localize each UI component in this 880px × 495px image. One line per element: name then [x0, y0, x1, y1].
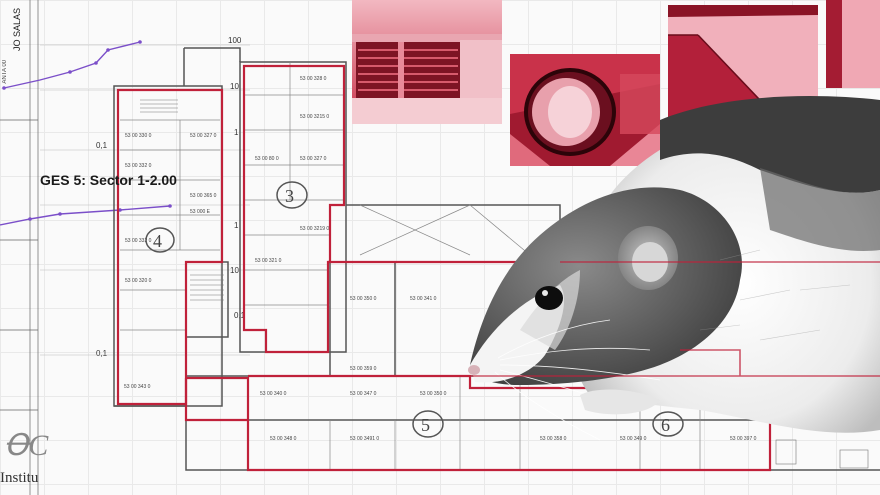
axis-label: 1: [234, 221, 239, 230]
svg-text:53 00 350 0: 53 00 350 0: [350, 296, 377, 302]
plan-overlay-lines: [470, 261, 880, 377]
svg-text:53 00 3219 0: 53 00 3219 0: [300, 226, 329, 232]
axis-label: 0,1: [96, 349, 108, 358]
vent-grille-photo: [352, 0, 502, 124]
svg-text:53 000 E: 53 000 E: [190, 209, 211, 215]
svg-text:53 00 80 0: 53 00 80 0: [255, 156, 279, 162]
zone-markers: [145, 181, 684, 438]
svg-text:53 00 332 0: 53 00 332 0: [125, 238, 152, 244]
rat-eye: [535, 286, 563, 310]
stair-hatch: [140, 99, 224, 301]
measurement-trace: [3, 41, 141, 89]
measurement-trace: [0, 205, 171, 226]
rat-back-patch: [760, 168, 880, 251]
axis-label: 1: [234, 128, 239, 137]
axis-label: 10: [230, 82, 239, 91]
svg-text:53 00 348 0: 53 00 348 0: [270, 436, 297, 442]
axis-label: 0,1: [96, 141, 108, 150]
rat-paw: [580, 389, 660, 415]
svg-text:53 00 320 0: 53 00 320 0: [125, 278, 152, 284]
trace-points: [2, 40, 142, 90]
rat-nose: [468, 365, 480, 375]
svg-text:53 00 340 0: 53 00 340 0: [260, 391, 287, 397]
svg-text:53 00 328 0: 53 00 328 0: [300, 76, 327, 82]
institute-logo: ꝊC: [4, 429, 49, 462]
svg-text:53 00 327 0: 53 00 327 0: [300, 156, 327, 162]
svg-text:53 00 341 0: 53 00 341 0: [410, 296, 437, 302]
svg-text:53 00 343 0: 53 00 343 0: [124, 384, 151, 390]
svg-text:53 00 397 0: 53 00 397 0: [730, 436, 757, 442]
zone-number: 6: [661, 415, 670, 435]
svg-text:53 00 359 0: 53 00 359 0: [350, 366, 377, 372]
sector-label: GES 5: Sector 1-2.00: [40, 172, 177, 188]
svg-text:53 00 365 0: 53 00 365 0: [190, 193, 217, 199]
axis-label: 100: [228, 36, 242, 45]
interior-partitions: [120, 62, 701, 470]
duct-corner-photo: [826, 0, 880, 88]
svg-text:53 00 327 0: 53 00 327 0: [190, 133, 217, 139]
axis-label: 10: [230, 266, 239, 275]
svg-text:53 00 3215 0: 53 00 3215 0: [300, 114, 329, 120]
zone-number: 3: [285, 186, 294, 206]
duct-opening-photo: [510, 54, 660, 166]
svg-text:53 00 349 0: 53 00 349 0: [620, 436, 647, 442]
zone-number: 4: [153, 231, 162, 251]
svg-text:53 00 332 0: 53 00 332 0: [125, 163, 152, 169]
svg-text:53 00 330 0: 53 00 330 0: [125, 133, 152, 139]
zone-number: 5: [421, 415, 430, 435]
institute-text: Institu: [0, 470, 39, 486]
svg-text:53 00 3491 0: 53 00 3491 0: [350, 436, 379, 442]
svg-text:53 00 358 0: 53 00 358 0: [540, 436, 567, 442]
rat-back-patch: [660, 96, 880, 193]
svg-text:53 00 321 0: 53 00 321 0: [255, 258, 282, 264]
svg-text:53 00 347 0: 53 00 347 0: [350, 391, 377, 397]
svg-text:53 00 350 0: 53 00 350 0: [420, 391, 447, 397]
